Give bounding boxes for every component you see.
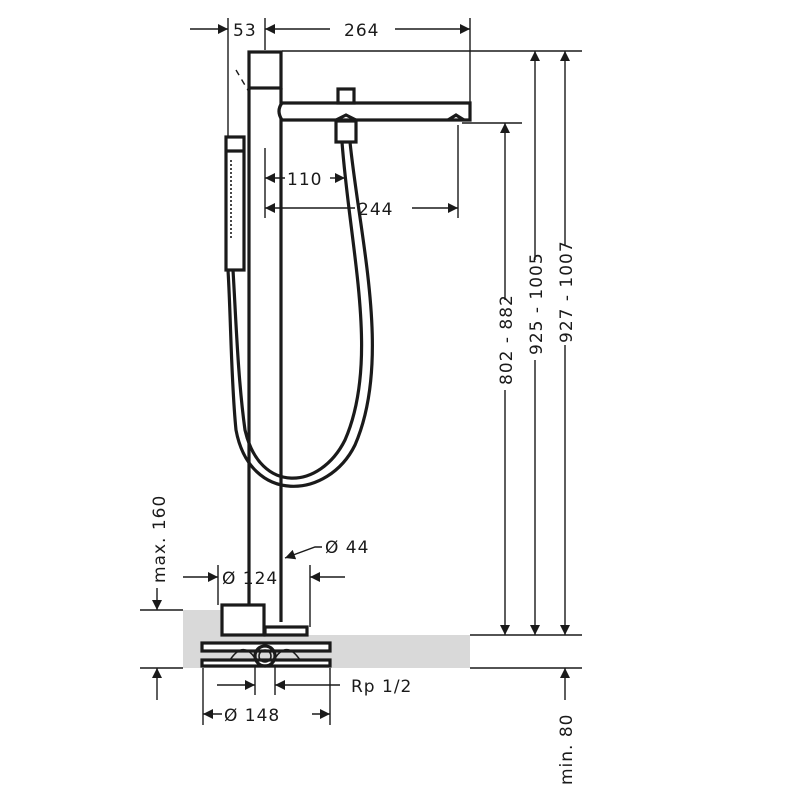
spout (277, 101, 472, 122)
dimension-max-160: max. 160 (150, 495, 170, 700)
dimension-802-882: 802 - 882 (497, 123, 517, 635)
dimension-label-diameter-148: Ø 148 (224, 706, 280, 726)
dimension-label-diameter-124: Ø 124 (222, 569, 278, 589)
dimension-925-1005: 925 - 1005 (527, 51, 547, 635)
dimension-label-diameter-44: Ø 44 (325, 538, 369, 558)
dimension-label-925-1005: 925 - 1005 (527, 252, 547, 355)
base-assembly (200, 603, 332, 668)
dimension-label-max-160: max. 160 (150, 495, 170, 583)
dimension-927-1007: 927 - 1007 (557, 51, 577, 635)
dimension-label-53: 53 (233, 21, 257, 41)
dimension-110: 110 (265, 170, 345, 190)
dimension-label-264: 264 (344, 21, 379, 41)
dimension-label-min-80: min. 80 (557, 714, 577, 786)
dimension-min-80: min. 80 (557, 668, 577, 785)
dimension-label-927-1007: 927 - 1007 (557, 240, 577, 343)
dimension-diameter-124: Ø 124 (183, 569, 345, 589)
dimension-264: 264 (265, 21, 470, 41)
dimension-label-rp-1-2: Rp 1/2 (351, 677, 412, 697)
dimension-diameter-148: Ø 148 (203, 706, 330, 726)
shower-hose (226, 141, 374, 488)
dimension-rp-1-2: Rp 1/2 (217, 677, 412, 697)
dimension-244: 244 (265, 200, 458, 220)
dimension-53: 53 (190, 21, 257, 41)
dimension-label-244: 244 (358, 200, 393, 220)
faucet-body (235, 50, 472, 622)
dimension-label-110: 110 (287, 170, 322, 190)
hand-shower (224, 135, 246, 272)
dimension-label-802-882: 802 - 882 (497, 294, 517, 385)
dimension-diameter-44: Ø 44 (284, 538, 369, 560)
diverter-knob (336, 87, 356, 105)
hose-connector (334, 119, 358, 144)
